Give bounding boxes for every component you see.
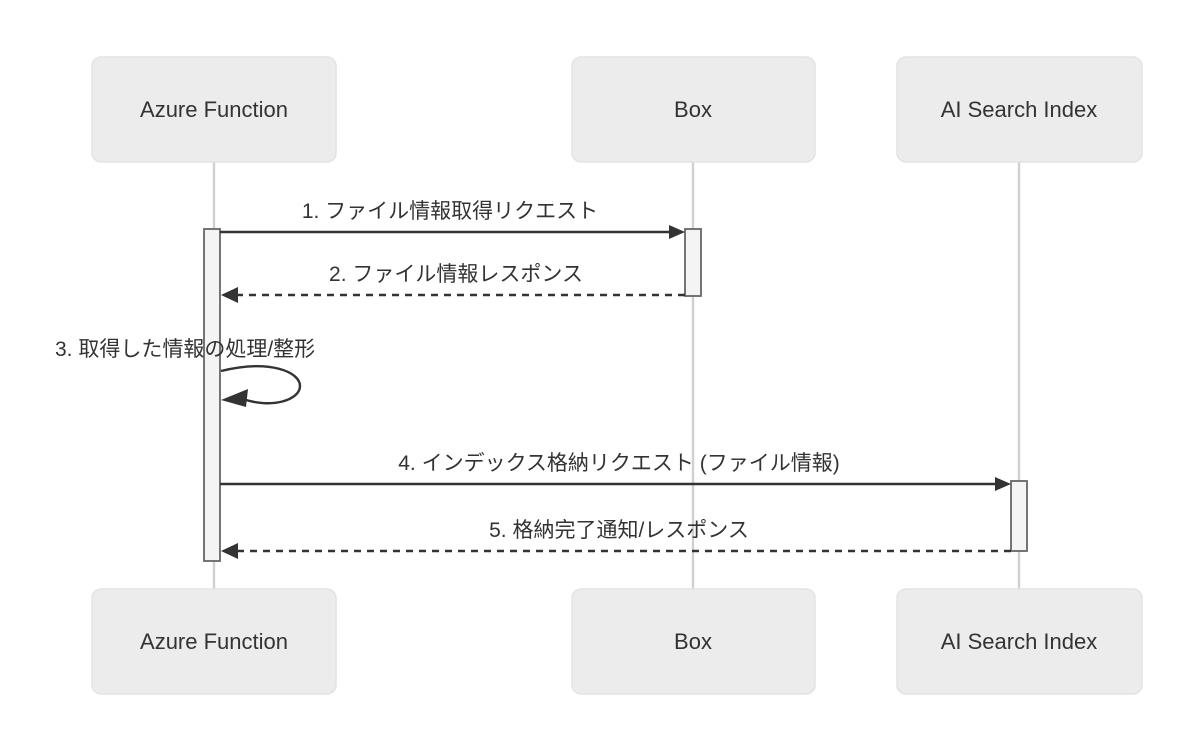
activation-bar-azure-function <box>203 228 221 562</box>
participant-box-azure-function-top[interactable] <box>91 56 337 163</box>
participant-box-ai-search-index-bottom[interactable] <box>896 588 1143 695</box>
message-1[interactable]: 1. ファイル情報取得リクエスト <box>220 200 685 239</box>
message-3-label: 3. 取得した情報の処理/整形 <box>55 338 315 361</box>
participant-box-ai-search-index-top[interactable] <box>896 56 1143 163</box>
participant-box-azure-function-bottom[interactable] <box>91 588 337 695</box>
message-3[interactable]: 3. 取得した情報の処理/整形 <box>55 338 315 407</box>
participant-label-ai-search-index-bottom: AI Search Index <box>941 629 1098 654</box>
message-5-label: 5. 格納完了通知/レスポンス <box>489 519 749 542</box>
participant-label-azure-function-top: Azure Function <box>140 97 288 122</box>
participant-header-ai-search-index[interactable]: AI Search Index <box>896 56 1143 163</box>
message-2[interactable]: 2. ファイル情報レスポンス <box>221 263 685 303</box>
message-4[interactable]: 4. インデックス格納リクエスト (ファイル情報) <box>220 452 1011 491</box>
participant-box-box-top[interactable] <box>571 56 816 163</box>
participant-footer-box[interactable]: Box <box>571 588 816 695</box>
message-5-arrowhead <box>221 543 238 559</box>
message-1-label: 1. ファイル情報取得リクエスト <box>302 200 598 223</box>
message-3-self-loop-path <box>220 365 302 405</box>
participant-label-box-top: Box <box>674 97 712 122</box>
participant-label-azure-function-bottom: Azure Function <box>140 629 288 654</box>
participant-label-box-bottom: Box <box>674 629 712 654</box>
message-5[interactable]: 5. 格納完了通知/レスポンス <box>221 519 1011 559</box>
activation-bar-box <box>684 228 702 297</box>
activation-bar-ai-search-index <box>1010 480 1028 552</box>
message-1-arrowhead <box>669 225 685 239</box>
participant-header-box[interactable]: Box <box>571 56 816 163</box>
participant-footer-ai-search-index[interactable]: AI Search Index <box>896 588 1143 695</box>
message-4-label: 4. インデックス格納リクエスト (ファイル情報) <box>398 452 840 475</box>
message-2-label: 2. ファイル情報レスポンス <box>329 263 583 286</box>
participant-header-azure-function[interactable]: Azure Function <box>91 56 337 163</box>
participant-footer-azure-function[interactable]: Azure Function <box>91 588 337 695</box>
activation-bars-group <box>203 228 1028 562</box>
message-3-arrowhead <box>221 389 248 407</box>
message-2-arrowhead <box>221 287 238 303</box>
participant-box-box-bottom[interactable] <box>571 588 816 695</box>
message-4-arrowhead <box>995 477 1011 491</box>
participant-label-ai-search-index-top: AI Search Index <box>941 97 1098 122</box>
